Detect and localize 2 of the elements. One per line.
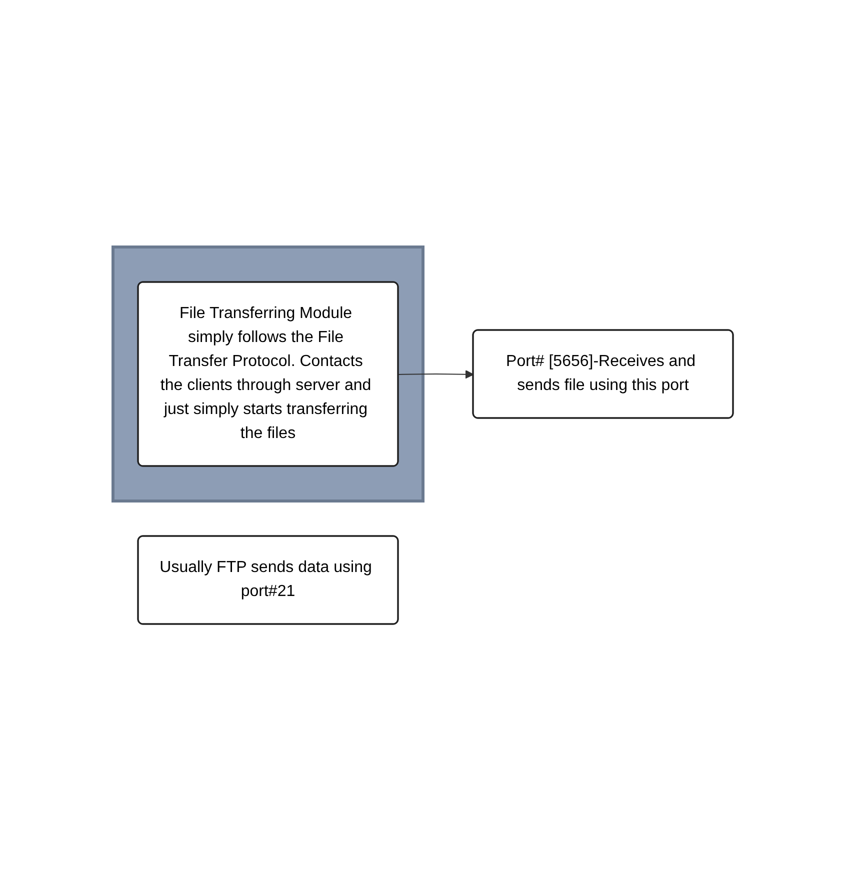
cluster bbox=[111, 246, 424, 502]
arrow bbox=[398, 370, 474, 379]
